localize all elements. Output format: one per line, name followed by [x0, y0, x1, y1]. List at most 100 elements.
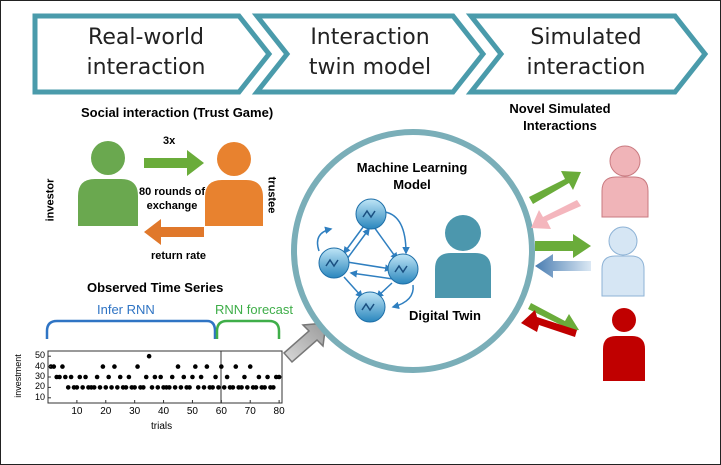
data-point	[271, 385, 276, 390]
data-point	[230, 385, 236, 390]
data-point	[74, 385, 80, 390]
output-arrow-red-icon	[528, 303, 579, 332]
plot-xlabel: trials	[151, 421, 173, 432]
banner-line: interaction	[526, 55, 646, 80]
y-tick-label: 40	[34, 360, 45, 371]
data-point	[158, 374, 163, 380]
trust-game-title: Social interaction (Trust Game)	[81, 105, 274, 120]
data-point	[106, 374, 111, 380]
digital-twin-figure	[435, 215, 491, 298]
data-point	[201, 385, 207, 390]
data-point	[187, 385, 192, 390]
data-point	[195, 385, 201, 390]
plot-ylabel: investment	[12, 354, 23, 398]
data-point	[204, 364, 210, 369]
data-point	[190, 374, 195, 380]
data-point	[178, 385, 184, 390]
data-point	[193, 364, 198, 369]
banner-chevron-simulated	[465, 13, 709, 95]
output-arrow-pink-icon	[529, 171, 581, 204]
return-arrow-icon	[144, 219, 204, 245]
rounds-line: exchange	[146, 200, 198, 212]
digital-twin-label: Digital Twin	[409, 308, 481, 323]
simulated-figure-pink	[601, 145, 649, 218]
data-point	[132, 385, 137, 390]
banner-line: twin model	[308, 55, 432, 80]
data-point	[219, 364, 224, 369]
x-tick-label: 70	[244, 406, 256, 417]
data-point	[152, 374, 158, 380]
return-arrow-blue-icon	[535, 254, 591, 278]
data-point	[94, 374, 100, 380]
data-point	[224, 374, 230, 380]
data-point	[172, 385, 178, 390]
data-point	[262, 385, 267, 390]
x-tick-label: 40	[157, 406, 170, 417]
data-point	[247, 364, 253, 369]
data-point	[57, 374, 62, 380]
data-point	[83, 374, 88, 380]
banner-line: interaction	[86, 55, 206, 80]
data-point	[181, 374, 187, 380]
data-point	[63, 374, 68, 380]
trustee-figure	[205, 142, 263, 226]
data-point	[245, 385, 250, 390]
x-tick-label: 80	[273, 406, 285, 417]
data-point	[276, 374, 282, 380]
data-point	[126, 374, 132, 380]
forecast-bracket	[215, 319, 281, 339]
multiplier-label: 3x	[163, 135, 176, 147]
data-point	[198, 374, 204, 380]
data-point	[143, 374, 149, 380]
data-point	[100, 364, 106, 369]
data-point	[112, 364, 117, 369]
banner-label-real-world: Real-world interaction	[61, 23, 231, 83]
data-point	[253, 385, 259, 390]
time-series-title: Observed Time Series	[87, 280, 224, 295]
data-point	[213, 374, 218, 380]
x-tick-label: 20	[100, 406, 112, 417]
data-point	[256, 374, 262, 380]
banner-label-twin-model: Interaction twin model	[289, 23, 451, 83]
data-point	[210, 385, 215, 390]
novel-title-line: Interactions	[523, 118, 597, 133]
y-tick-label: 50	[34, 350, 45, 361]
data-point	[175, 364, 181, 369]
data-point	[216, 385, 221, 390]
x-tick-label: 50	[186, 406, 198, 417]
data-point	[80, 385, 85, 390]
y-tick-label: 30	[34, 371, 45, 381]
banner-line: Real-world	[88, 25, 204, 50]
ml-title-line: Machine Learning	[356, 160, 468, 175]
data-point	[77, 374, 83, 380]
output-arrow-blue-icon	[535, 234, 591, 258]
infer-bracket	[45, 319, 217, 339]
return-arrow-pink-icon	[531, 200, 581, 229]
y-tick-label: 20	[34, 381, 45, 392]
plot-frame	[47, 350, 283, 404]
data-point	[169, 374, 175, 380]
simulated-figure-red	[603, 308, 645, 381]
simulated-figure-lightblue	[601, 226, 645, 297]
data-point	[141, 385, 146, 390]
banner-line: Interaction	[310, 25, 430, 50]
novel-interactions-title: Novel Simulated Interactions	[495, 100, 625, 134]
data-point	[239, 385, 244, 390]
trustee-label: trustee	[265, 176, 278, 214]
investor-figure	[78, 141, 138, 226]
rounds-line: 80 rounds of	[138, 186, 205, 198]
ml-model-circle	[291, 129, 535, 373]
rounds-label: 80 rounds of exchange	[137, 185, 207, 213]
data-point	[155, 385, 161, 390]
data-point	[242, 374, 247, 380]
x-tick-label: 60	[215, 406, 227, 417]
x-tick-label: 30	[129, 406, 141, 417]
novel-title-line: Novel Simulated	[509, 101, 611, 116]
investor-label: investor	[44, 178, 57, 222]
banner-line: Simulated	[530, 25, 642, 50]
plot-ticks	[48, 355, 280, 403]
infer-rnn-label: Infer RNN	[97, 302, 155, 317]
return-arrow-red-icon	[521, 310, 577, 337]
scatter-points	[48, 353, 282, 390]
